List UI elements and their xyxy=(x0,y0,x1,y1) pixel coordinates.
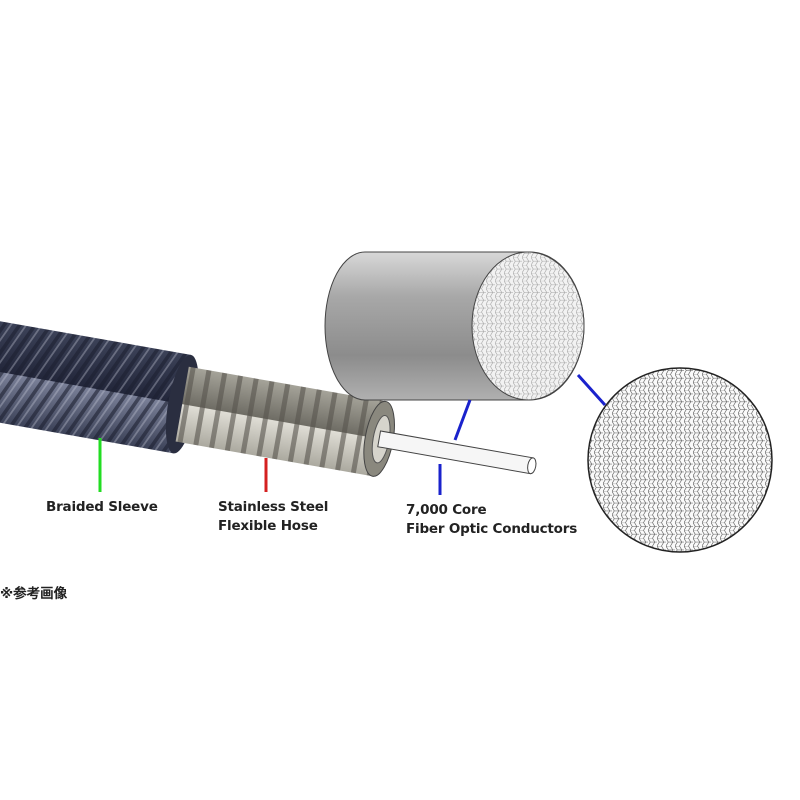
cross-section-magnified xyxy=(587,367,773,553)
braided-sleeve xyxy=(0,317,199,454)
fiber-bundle-cylinder xyxy=(324,251,585,401)
reference-image-note: ※参考画像 xyxy=(0,586,68,602)
label-hose-line1: Stainless Steel xyxy=(218,499,329,515)
cable xyxy=(0,317,537,477)
label-fiber-line2: Fiber Optic Conductors xyxy=(406,521,578,537)
label-stainless-hose: Stainless Steel Flexible Hose xyxy=(218,498,328,536)
rod-to-cylinder-line xyxy=(453,399,472,441)
label-braided-sleeve: Braided Sleeve xyxy=(46,499,158,515)
label-hose-line2: Flexible Hose xyxy=(218,518,318,534)
label-fiber-conductors: 7,000 Core Fiber Optic Conductors xyxy=(406,501,577,539)
fiber-rod xyxy=(377,430,537,475)
label-fiber-line1: 7,000 Core xyxy=(406,502,487,518)
cylinder-to-section-line xyxy=(576,373,607,407)
